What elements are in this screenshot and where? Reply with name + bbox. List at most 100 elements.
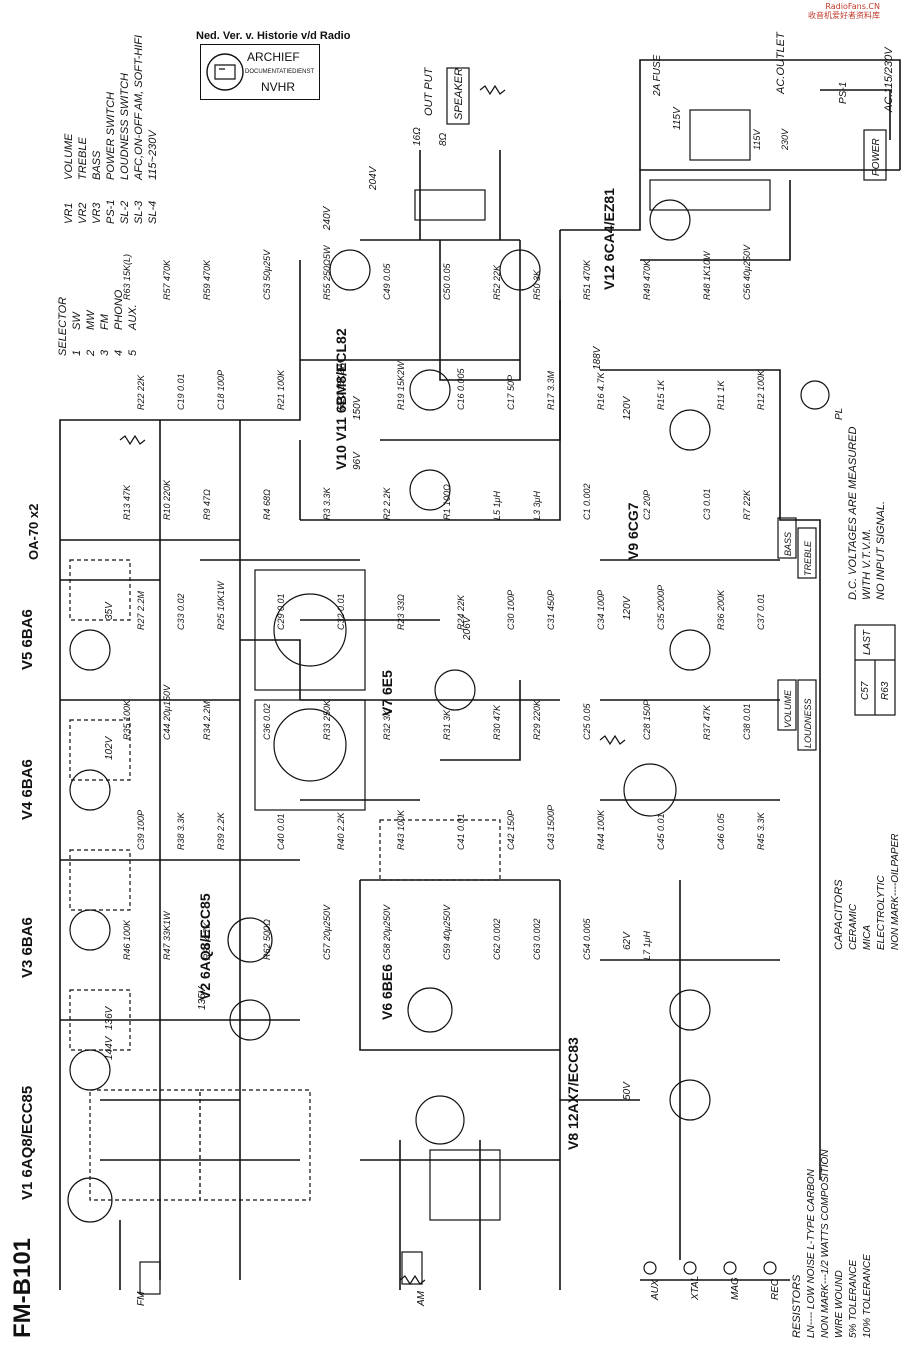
part-label: R15 1K bbox=[656, 379, 666, 410]
capacitor-note-line: NON MARK----OILPAPER bbox=[890, 834, 901, 951]
switch-code: VR3 bbox=[91, 202, 103, 224]
selector-number: 2 bbox=[85, 350, 97, 357]
part-label: C57 20μ250V bbox=[322, 904, 332, 960]
part-label: R7 22K bbox=[742, 489, 752, 520]
part-label: C62 0.002 bbox=[492, 918, 502, 960]
diode-label: OA-70 x2 bbox=[26, 504, 41, 560]
speaker-label: SPEAKER bbox=[453, 68, 465, 120]
dc-note-2: WITH V.T.V.M. bbox=[861, 529, 873, 600]
part-label: C31 450P bbox=[546, 590, 556, 630]
part-label: R2 2.2K bbox=[382, 486, 392, 520]
voltage-reading: 150V bbox=[352, 395, 363, 420]
pilot-lamp-label: PL bbox=[834, 408, 845, 420]
part-label: C59 40μ250V bbox=[442, 904, 452, 960]
part-label: C41 0.01 bbox=[456, 813, 466, 850]
part-label: C46 0.05 bbox=[716, 812, 726, 850]
switch-desc: TREBLE bbox=[77, 137, 89, 180]
part-label: R40 2.2K bbox=[336, 811, 346, 850]
selector-name: AUX. bbox=[127, 304, 139, 331]
part-label: R3 3.3K bbox=[322, 486, 332, 520]
stamp-code: NVHR bbox=[261, 80, 295, 94]
part-label: L5 1μH bbox=[492, 491, 502, 520]
voltage-reading: 204V bbox=[368, 165, 379, 191]
part-label: R21 100K bbox=[276, 369, 286, 410]
part-label: R49 470K bbox=[642, 259, 652, 300]
last-table-title: LAST bbox=[862, 629, 873, 655]
part-label: R10 220K bbox=[162, 479, 172, 520]
switch-desc: 115~230V bbox=[147, 129, 159, 180]
resistor-note-line: 10% TOLERANCE bbox=[862, 1254, 873, 1338]
part-label: R63 15K(L) bbox=[122, 254, 132, 300]
part-label: R43 100K bbox=[396, 809, 406, 850]
part-label: C34 100P bbox=[596, 590, 606, 630]
watermark: RadioFans.CN 收音机爱好者资料库 bbox=[808, 2, 880, 20]
capacitor-note-line: CERAMIC bbox=[848, 903, 859, 950]
tube-label-v6: V6 6BE6 bbox=[379, 964, 395, 1020]
part-label: R55 250Ω5W bbox=[322, 244, 332, 300]
part-label: R44 100K bbox=[596, 809, 606, 850]
voltage-reading: 136V bbox=[104, 1005, 115, 1030]
v115-label: 115V bbox=[752, 129, 762, 150]
watermark-line1: RadioFans.CN bbox=[825, 2, 880, 11]
part-label: R16 4.7K bbox=[596, 371, 606, 410]
part-label: C16 0.005 bbox=[456, 367, 466, 410]
part-label: R17 3.3M bbox=[546, 370, 556, 410]
last-col-c57: C57 bbox=[860, 681, 871, 700]
fuse-label: 2A FUSE bbox=[652, 54, 663, 97]
radio-logo-icon bbox=[206, 53, 244, 91]
part-label: R59 470K bbox=[202, 259, 212, 300]
switch-desc: POWER SWITCH bbox=[105, 92, 117, 180]
ps-label: PS-1 bbox=[838, 82, 849, 104]
archive-stamp: ARCHIEF DOCUMENTATIEDIENST NVHR bbox=[200, 44, 320, 100]
part-label: R24 22K bbox=[456, 594, 466, 630]
tube-label-v1: V1 6AQ8/ECC85 bbox=[19, 1086, 36, 1200]
power-box-label: POWER bbox=[871, 138, 882, 176]
part-label: R48 1K10W bbox=[702, 250, 712, 300]
part-label: R47 33K1W bbox=[162, 910, 172, 960]
voltage-reading: 120V bbox=[622, 395, 633, 420]
selector-number: 5 bbox=[127, 349, 139, 356]
part-label: R27 2.2M bbox=[136, 590, 146, 630]
switch-code: SL-4 bbox=[147, 201, 159, 224]
selector-number: 1 bbox=[71, 350, 83, 356]
tube-label-v10-v11: V10 V11 6BM8/ECL82 bbox=[333, 328, 349, 470]
part-label: R13 47K bbox=[122, 484, 132, 520]
part-label: C53 50μ25V bbox=[262, 249, 272, 300]
part-label: R39 2.2K bbox=[216, 811, 226, 850]
resistor-note-line: 5% TOLERANCE bbox=[848, 1259, 859, 1338]
voltage-reading: 102V bbox=[104, 735, 115, 760]
antenna-am-label: AM bbox=[416, 1290, 427, 1307]
part-label: R32 3K bbox=[382, 709, 392, 740]
part-label: C56 40μ250V bbox=[742, 244, 752, 300]
input-aux-label: AUX bbox=[650, 1279, 661, 1301]
voltage-reading: 35V bbox=[104, 601, 115, 620]
part-label: R20 15K2W bbox=[336, 360, 346, 410]
part-label: R1 100Ω bbox=[442, 484, 452, 520]
input-xtal-label: XTAL bbox=[690, 1276, 701, 1301]
switch-code: PS-1 bbox=[105, 200, 117, 224]
tube-label-v5: V5 6BA6 bbox=[19, 609, 36, 670]
part-label: R22 22K bbox=[136, 374, 146, 410]
selector-name: PHONO bbox=[113, 289, 125, 330]
switch-desc: BASS bbox=[91, 150, 103, 180]
tube-label-v2: V2 6AQ8/ECC85 bbox=[197, 893, 213, 1000]
stamp-subtitle: DOCUMENTATIEDIENST bbox=[245, 69, 314, 75]
tube-label-v4: V4 6BA6 bbox=[19, 759, 36, 820]
tube-label-v12: V12 6CA4/EZ81 bbox=[601, 188, 617, 290]
part-label: R19 15K2W bbox=[396, 360, 406, 410]
voltage-labels: 240V204V150V96V188V120V120V35V102V136V14… bbox=[104, 106, 683, 1100]
selector-number: 4 bbox=[113, 350, 125, 356]
resistors-title: RESISTORS bbox=[791, 1274, 803, 1338]
stamp-graphic: ARCHIEF DOCUMENTATIEDIENST NVHR bbox=[206, 50, 314, 94]
resistor-note-line: NON MARK---1/2 WATTS COMPOSITION bbox=[820, 1149, 831, 1338]
part-label: C2 20P bbox=[642, 490, 652, 520]
part-label: C28 150P bbox=[642, 700, 652, 740]
v230-label: 230V bbox=[780, 128, 790, 151]
voltage-reading: 144V bbox=[104, 1035, 115, 1060]
voltage-reading: 50V bbox=[622, 1081, 633, 1100]
part-label: R36 200K bbox=[716, 589, 726, 630]
voltage-reading: 135V bbox=[197, 985, 208, 1010]
dc-note-3: NO INPUT SIGNAL. bbox=[875, 501, 887, 600]
